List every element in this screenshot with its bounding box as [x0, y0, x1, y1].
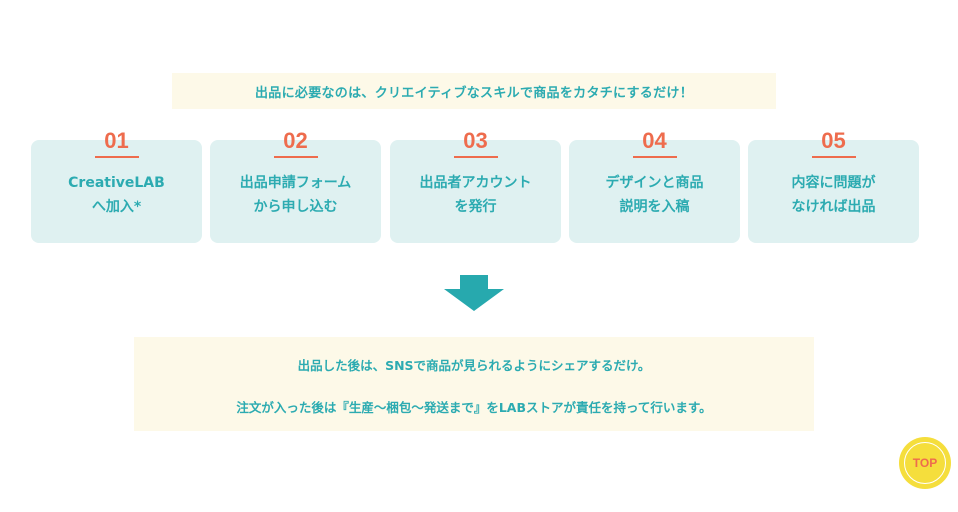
- step-number: 05: [821, 128, 846, 153]
- step-underline: [811, 156, 856, 158]
- down-arrow-icon: [444, 275, 504, 311]
- step-label: CreativeLAB へ加入*: [68, 175, 165, 215]
- back-to-top-button[interactable]: TOP: [899, 437, 951, 489]
- top-button-label: TOP: [912, 456, 938, 470]
- step-card-04: 04 デザインと商品 説明を入稿: [569, 128, 740, 243]
- summary-box: 出品した後は、SNSで商品が見られるようにシェアするだけ。 注文が入った後は『生…: [134, 337, 814, 431]
- summary-line-1: 出品した後は、SNSで商品が見られるようにシェアするだけ。: [297, 358, 651, 373]
- summary-line-2: 注文が入った後は『生産〜梱包〜発送まで』をLABストアが責任を持って行います。: [236, 400, 712, 415]
- step-number: 02: [283, 128, 308, 153]
- step-card-01: 01 CreativeLAB へ加入*: [31, 128, 202, 243]
- step-number: 04: [642, 128, 667, 153]
- step-underline: [94, 156, 139, 158]
- step-number: 03: [463, 128, 488, 153]
- top-button-ring: [904, 442, 946, 484]
- intro-text: 出品に必要なのは、クリエイティブなスキルで商品をカタチにするだけ！: [255, 85, 693, 101]
- step-number: 01: [104, 128, 129, 153]
- step-card-03: 03 出品者アカウント を発行: [390, 128, 561, 243]
- step-label: 出品者アカウント を発行: [419, 175, 532, 215]
- step-underline: [273, 156, 318, 158]
- step-card-02: 02 出品申請フォーム から申し込む: [210, 128, 381, 243]
- step-label: デザインと商品 説明を入稿: [605, 175, 704, 215]
- step-underline: [632, 156, 677, 158]
- step-card-05: 05 内容に問題が なければ出品: [748, 128, 919, 243]
- step-label: 内容に問題が なければ出品: [791, 175, 876, 215]
- step-underline: [453, 156, 498, 158]
- step-label: 出品申請フォーム から申し込む: [239, 175, 352, 215]
- intro-banner: 出品に必要なのは、クリエイティブなスキルで商品をカタチにするだけ！: [172, 73, 776, 109]
